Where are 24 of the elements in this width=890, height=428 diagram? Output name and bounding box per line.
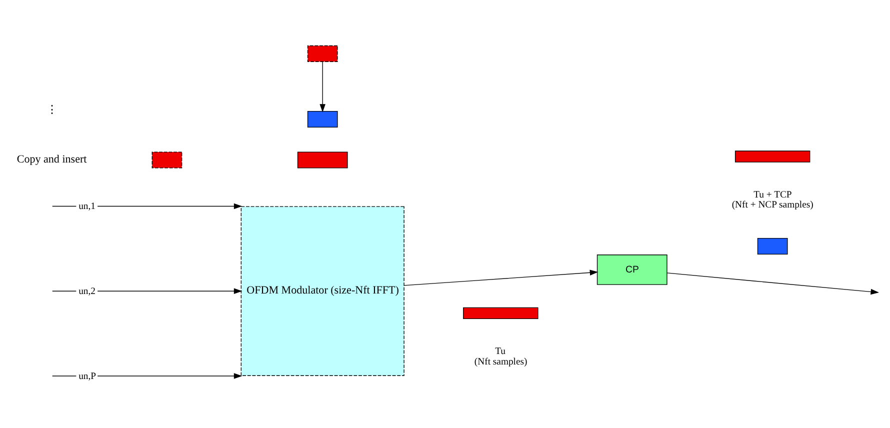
edge-label: un,2 — [78, 286, 96, 297]
edge-label: un,1 — [78, 200, 96, 212]
node-box — [297, 151, 348, 168]
node-box — [757, 237, 788, 254]
node-bar — [734, 150, 810, 162]
node-bar — [463, 306, 538, 319]
node-box: CP — [596, 254, 668, 284]
arrow — [404, 269, 598, 286]
label: ⋮ — [46, 103, 58, 116]
arrow — [52, 372, 242, 378]
arrow — [52, 288, 242, 294]
node-box — [152, 151, 182, 168]
edge-label: un,P — [78, 370, 96, 382]
arrow — [52, 202, 242, 209]
node-box — [307, 110, 338, 128]
node-label: (Nft samples) — [474, 356, 528, 367]
arrow — [666, 272, 880, 294]
node-box: OFDM Modulator (size-Nft IFFT) — [240, 206, 404, 376]
node-label: Tu + TCP — [754, 188, 792, 200]
label: Copy and insert — [16, 153, 87, 166]
node-label: Tu — [495, 346, 506, 357]
node-label: (Nft + NCP samples) — [732, 199, 814, 210]
node-box — [307, 44, 338, 62]
arrow — [320, 60, 326, 112]
